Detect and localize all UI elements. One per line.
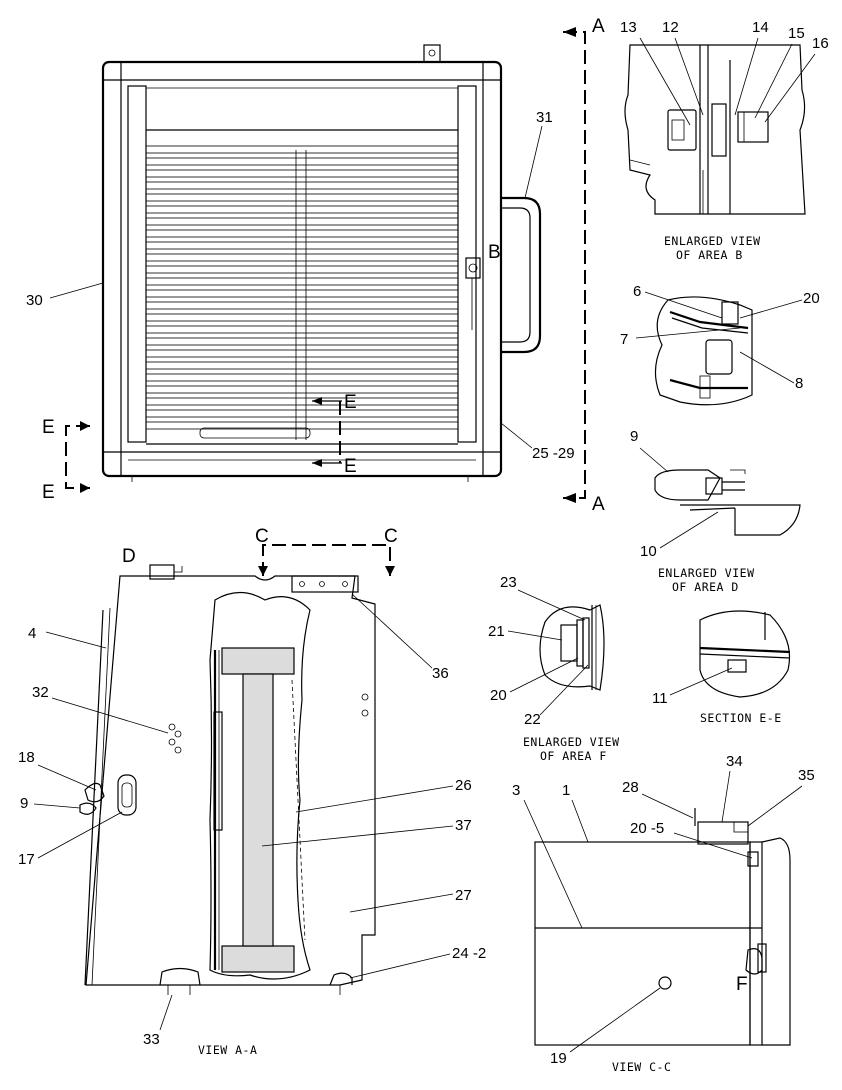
callout-27: 27 — [455, 887, 472, 904]
callout-26: 26 — [455, 777, 472, 794]
callout-8: 8 — [795, 375, 803, 392]
callout-4: 4 — [28, 625, 36, 642]
louver-slat — [145, 325, 459, 334]
section-line-a: A A — [563, 16, 605, 515]
louver-slat — [145, 409, 459, 418]
area-d-caption-line1: ENLARGED VIEW — [658, 566, 755, 580]
callout-18: 18 — [18, 749, 35, 766]
louver-slat — [145, 373, 459, 382]
callout-23: 23 — [500, 574, 517, 591]
area-b-caption-line2: OF AREA B — [676, 248, 743, 262]
view-c-caption: VIEW C-C — [612, 1060, 671, 1074]
callout-35: 35 — [798, 767, 815, 784]
section-line-e-left: E E — [42, 417, 90, 503]
callout-11: 11 — [652, 690, 668, 707]
callout-6: 6 — [633, 283, 641, 300]
section-line-c: C C — [255, 526, 398, 576]
callout-14: 14 — [752, 19, 769, 36]
view-a-caption: VIEW A-A — [198, 1043, 257, 1057]
louver-slat — [145, 349, 459, 358]
callout-31: 31 — [536, 109, 553, 126]
area-f-caption-line1: ENLARGED VIEW — [523, 735, 620, 749]
callout-37: 37 — [455, 817, 472, 834]
section-marker-e-left-bottom: E — [42, 482, 55, 503]
callout-22: 22 — [524, 711, 541, 728]
callout-9-area-d: 9 — [630, 428, 638, 445]
louver-slat — [145, 253, 459, 262]
area-d-caption-line2: OF AREA D — [672, 580, 739, 594]
louver-slat — [145, 385, 459, 394]
callout-1: 1 — [562, 782, 570, 799]
callout-7: 7 — [620, 331, 628, 348]
section-marker-e-mid-top: E — [344, 392, 357, 413]
louver-slat — [145, 361, 459, 370]
louver-slat — [145, 421, 459, 430]
section-marker-a-top: A — [592, 16, 605, 37]
callout-17: 17 — [18, 851, 35, 868]
section-marker-e-left-top: E — [42, 417, 55, 438]
callout-25-29: 25 -29 — [532, 445, 575, 462]
enlarged-view-area-d: 6 20 7 8 9 10 ENLARGED VIEW OF AREA D — [620, 283, 820, 594]
section-line-e-mid: E E — [312, 392, 357, 477]
enlarged-view-area-b: 13 12 14 15 16 ENLARGED VIEW OF AREA B — [620, 19, 829, 262]
louver-slat — [145, 205, 459, 214]
callout-32: 32 — [32, 684, 49, 701]
callout-3: 3 — [512, 782, 520, 799]
callout-24-2: 24 -2 — [452, 945, 486, 962]
louver-slat — [145, 241, 459, 250]
section-e-e: 11 SECTION E-E — [652, 610, 791, 725]
area-f-caption-line2: OF AREA F — [540, 749, 607, 763]
area-letter-b: B — [488, 242, 501, 263]
louver-slat — [145, 181, 459, 190]
callout-20-area-f: 20 — [490, 687, 507, 704]
callout-10: 10 — [640, 543, 657, 560]
callout-36: 36 — [432, 665, 449, 682]
louver-slats — [145, 145, 459, 430]
section-marker-c-left: C — [255, 526, 269, 547]
louver-slat — [145, 265, 459, 274]
louver-slat — [145, 397, 459, 406]
area-letter-f: F — [736, 974, 748, 995]
callout-30: 30 — [26, 292, 43, 309]
area-letter-d: D — [122, 546, 136, 567]
main-front-view — [101, 44, 542, 482]
louver-slat — [145, 217, 459, 226]
view-c-c: 34 28 35 3 1 20 -5 19 F VIEW C-C — [512, 753, 815, 1074]
main-view-callouts: 30 31 25 -29 — [26, 109, 575, 462]
callout-16: 16 — [812, 35, 829, 52]
callout-12: 12 — [662, 19, 679, 36]
enlarged-view-area-f: 23 21 20 22 ENLARGED VIEW OF AREA F — [488, 574, 620, 763]
callout-34: 34 — [726, 753, 743, 770]
callout-15: 15 — [788, 25, 805, 42]
louver-slat — [145, 301, 459, 310]
callout-20-area-d: 20 — [803, 290, 820, 307]
callout-20-5: 20 -5 — [630, 820, 664, 837]
section-marker-a-bottom: A — [592, 494, 605, 515]
callout-28: 28 — [622, 779, 639, 796]
area-b-caption-line1: ENLARGED VIEW — [664, 234, 761, 248]
section-marker-e-mid-bottom: E — [344, 456, 357, 477]
callout-21: 21 — [488, 623, 505, 640]
callout-9-view-a: 9 — [20, 795, 28, 812]
louver-slat — [145, 145, 459, 154]
callout-19: 19 — [550, 1050, 567, 1067]
section-marker-c-right: C — [384, 526, 398, 547]
callout-33: 33 — [143, 1031, 160, 1048]
louver-slat — [145, 229, 459, 238]
callout-13: 13 — [620, 19, 637, 36]
louver-slat — [145, 313, 459, 322]
louver-slat — [145, 337, 459, 346]
louver-slat — [145, 157, 459, 166]
louver-slat — [145, 289, 459, 298]
view-a-a: D 4 32 18 9 17 36 26 37 27 — [18, 546, 486, 1057]
louver-slat — [145, 193, 459, 202]
section-e-caption: SECTION E-E — [700, 711, 782, 725]
louver-slat — [145, 169, 459, 178]
louver-slat — [145, 277, 459, 286]
